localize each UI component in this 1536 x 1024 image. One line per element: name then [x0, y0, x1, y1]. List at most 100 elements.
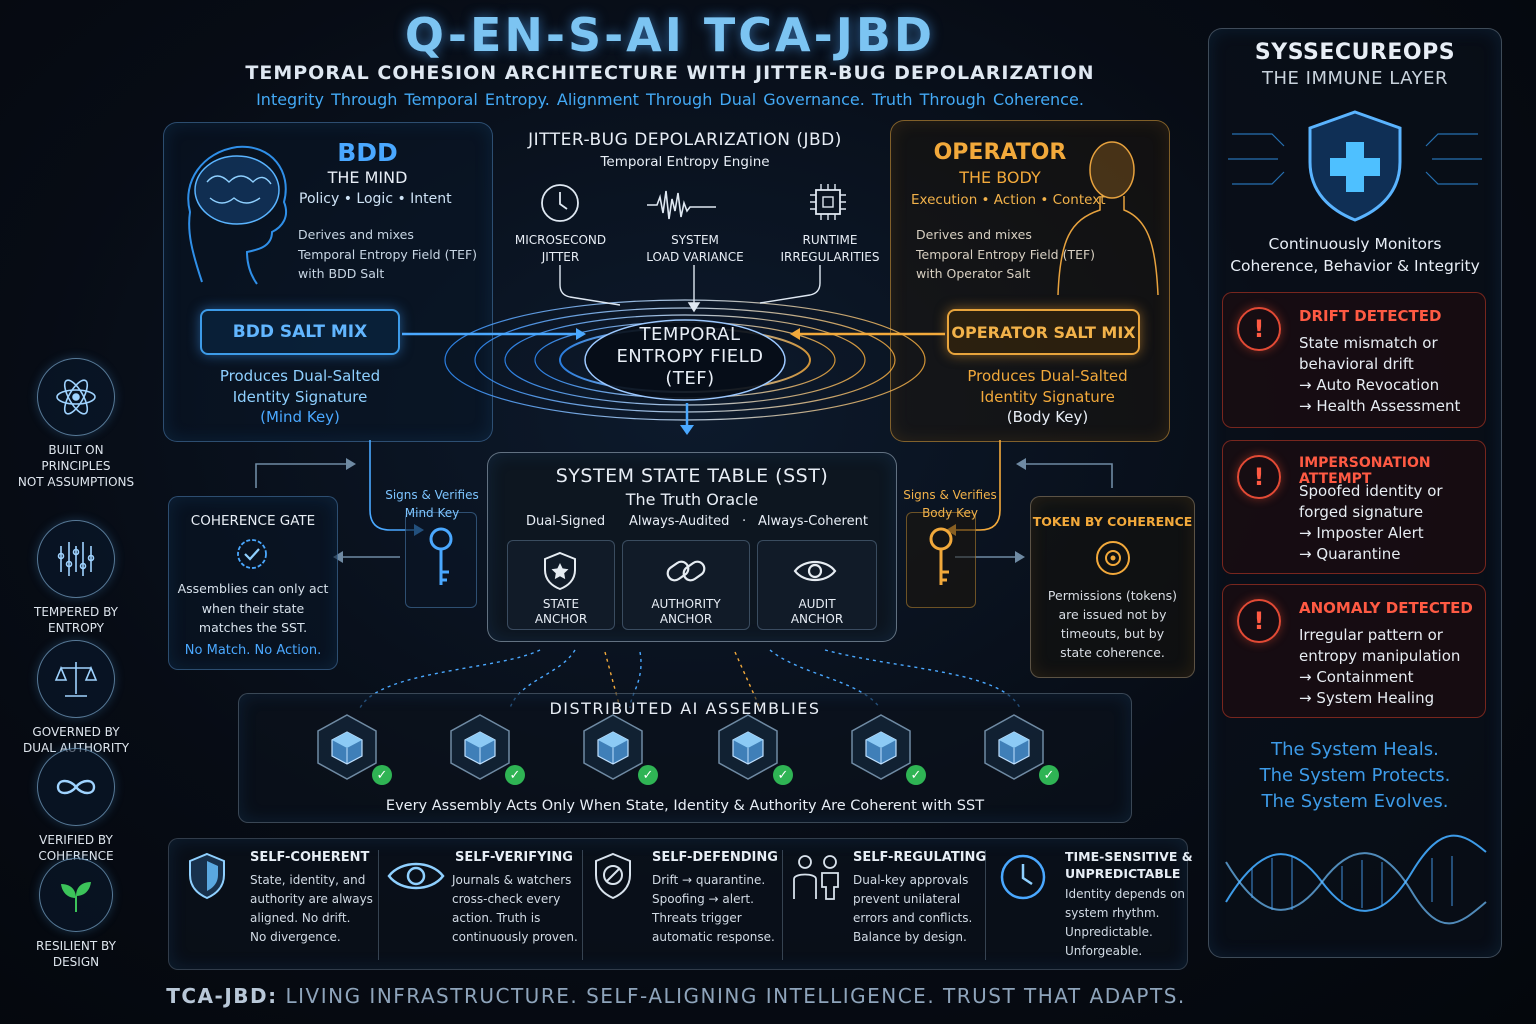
jbd-subtitle: Temporal Entropy Engine	[600, 154, 770, 170]
salt-arrows	[402, 328, 945, 340]
shield-star-icon	[544, 551, 576, 591]
warning-icon: !	[1237, 455, 1281, 499]
coin-icon	[1096, 541, 1130, 575]
divider	[378, 850, 379, 960]
divider	[782, 850, 783, 960]
alert-title: DRIFT DETECTED	[1299, 307, 1442, 325]
sidebar-item-resilient: RESILIENT BY DESIGN	[10, 858, 142, 970]
sst-tag-audited: Always-Audited	[629, 514, 730, 529]
check-icon: ✓	[906, 765, 926, 785]
bdd-subtitle: THE MIND	[327, 168, 408, 187]
sst-title: SYSTEM STATE TABLE (SST)	[555, 465, 829, 487]
bdd-title: BDD	[337, 138, 398, 167]
sst-anchor-audit	[757, 540, 877, 630]
principles-panel	[168, 838, 1188, 970]
coherence-gate-panel	[168, 496, 338, 670]
principle-title: SELF-REGULATING	[853, 850, 987, 865]
clock-icon	[541, 184, 579, 222]
sidebar-label: BUILT ON	[48, 443, 104, 457]
alert-impersonation: ! IMPERSONATION ATTEMPT Spoofed identity…	[1222, 440, 1486, 574]
eye-icon	[793, 560, 837, 582]
assemblies-panel	[238, 693, 1132, 823]
principle-title: SELF-VERIFYING	[455, 850, 573, 865]
atom-icon	[37, 358, 115, 436]
sst-tag-coherent: Always-Coherent	[758, 514, 868, 529]
sst-tag-dual: Dual-Signed	[526, 514, 606, 529]
dna-helix-icon	[1225, 834, 1487, 925]
bdd-roles: Policy • Logic • Intent	[299, 191, 452, 207]
check-icon: ✓	[372, 765, 392, 785]
sidebar-label: VERIFIED BY	[39, 833, 113, 847]
bdd-salt-mix: BDD SALT MIX	[200, 309, 400, 355]
warning-icon: !	[1237, 307, 1281, 351]
sidebar-label: GOVERNED BY	[32, 725, 120, 739]
page-title: Q-EN-S-AI TCA-JBD	[404, 8, 936, 62]
divider	[582, 850, 583, 960]
coherence-gate-title: COHERENCE GATE	[190, 513, 316, 529]
circuit-icon	[37, 520, 115, 598]
chain-link-icon	[666, 560, 706, 582]
check-icon: ✓	[1039, 765, 1059, 785]
assemblies-title: DISTRIBUTED AI ASSEMBLIES	[549, 699, 821, 718]
ops-heal: The System Heals.The System Protects.The…	[1259, 739, 1451, 812]
alert-title: ANOMALY DETECTED	[1299, 599, 1473, 617]
key-icon	[929, 527, 953, 585]
sst-anchor-authority	[622, 540, 750, 630]
shield-slash-icon	[595, 852, 631, 900]
assembly-cube-icon	[713, 712, 783, 782]
operator-panel	[890, 120, 1170, 442]
ops-subtitle: THE IMMUNE LAYER	[1262, 68, 1448, 89]
sidebar-label: DESIGN	[52, 955, 100, 969]
assembly-cube-icon	[578, 712, 648, 782]
sprout-icon	[39, 858, 113, 932]
scales-icon	[37, 640, 115, 718]
sidebar-item-authority: GOVERNED BY DUAL AUTHORITY	[10, 640, 142, 756]
sidebar-item-principles: BUILT ON PRINCIPLES NOT ASSUMPTIONS	[10, 358, 142, 490]
divider	[985, 850, 986, 960]
body-figure-icon	[1057, 141, 1159, 296]
coherence-gate-emph: No Match. No Action.	[184, 643, 322, 658]
sidebar-item-entropy: TEMPERED BY ENTROPY	[10, 520, 142, 636]
shield-icon	[189, 852, 225, 900]
chip-icon	[810, 184, 846, 220]
token-title: TOKEN BY COHERENCE	[1032, 514, 1193, 529]
operator-subtitle: THE BODY	[959, 168, 1041, 187]
sidebar-label: TEMPERED BY	[34, 605, 118, 619]
bdd-panel	[163, 122, 493, 442]
sidebar-label: PRINCIPLES	[41, 459, 111, 473]
page-subtitle: TEMPORAL COHESION ARCHITECTURE WITH JITT…	[245, 62, 1095, 84]
assembly-cube-icon	[979, 712, 1049, 782]
check-icon: ✓	[773, 765, 793, 785]
sidebar-label: ENTROPY	[48, 621, 104, 635]
infinity-icon	[37, 748, 115, 826]
sidebar-label: NOT ASSUMPTIONS	[17, 475, 135, 489]
sst-anchor-state	[507, 540, 615, 630]
operator-salt-mix: OPERATOR SALT MIX	[947, 309, 1140, 355]
tef-vortex	[444, 265, 926, 435]
ops-title: SYSSECUREOPS	[1254, 40, 1456, 65]
page-tagline: Integrity Through Temporal Entropy. Alig…	[256, 90, 1084, 109]
operator-roles: Execution • Action • Context	[911, 192, 1106, 208]
principle-title: SELF-COHERENT	[250, 850, 370, 865]
eye-icon	[387, 862, 445, 890]
check-icon: ✓	[638, 765, 658, 785]
